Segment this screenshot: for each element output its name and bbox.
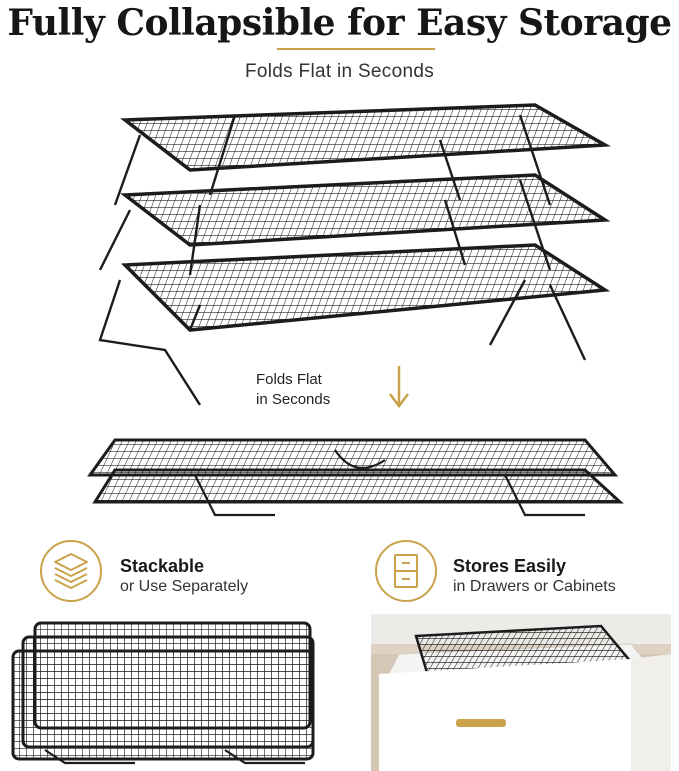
stackable-badge	[40, 540, 102, 602]
fold-note: Folds Flat in Seconds	[256, 370, 330, 410]
rack-tier-top	[120, 103, 611, 172]
headline: Fully Collapsible for Easy Storage	[7, 2, 672, 44]
fold-note-line1: Folds Flat	[256, 371, 322, 388]
feature-stackable-title: Stackable	[120, 556, 205, 576]
subtitle: Folds Flat in Seconds	[245, 61, 434, 82]
arrow-down-icon	[389, 366, 409, 409]
stacked-layers-icon	[54, 553, 88, 589]
fold-note-line2: in Seconds	[256, 391, 331, 408]
gold-divider	[277, 48, 435, 50]
feature-stores-title: Stores Easily	[453, 556, 567, 576]
folded-flat-rack-illustration	[87, 438, 624, 517]
feature-stores-subtitle: in Drawers or Cabinets	[453, 578, 616, 595]
drawer-with-rack-illustration	[371, 614, 671, 771]
drawer-photo	[371, 614, 671, 771]
stores-easily-badge	[375, 540, 437, 602]
rack-tier-bottom	[120, 243, 611, 332]
feature-stackable-subtitle: or Use Separately	[120, 578, 249, 595]
stacked-racks-illustration	[11, 621, 315, 765]
drawer-cabinet-icon	[394, 554, 418, 588]
rack-tier-middle	[120, 173, 611, 247]
three-tier-rack-illustration	[98, 103, 611, 406]
